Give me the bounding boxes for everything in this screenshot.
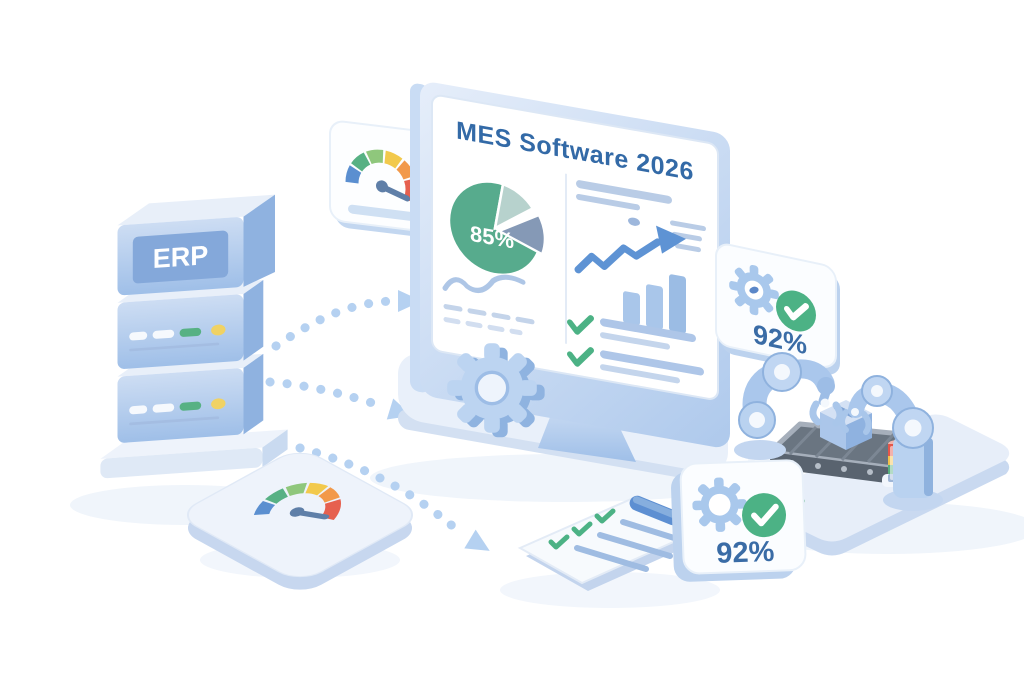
gauge-needle [381, 184, 410, 202]
trend-line-chart [574, 225, 686, 274]
gripper-icon [809, 400, 844, 427]
text-lines [576, 180, 706, 253]
gear-icon [729, 260, 779, 321]
check-icon [548, 534, 570, 550]
gauge-needle [295, 510, 330, 520]
erp-server: ERP [100, 194, 288, 479]
gear-icon [691, 476, 748, 533]
check-circle-icon [776, 290, 816, 332]
trend-arrow-icon [656, 225, 686, 254]
arrow-erp-to-monitor [271, 296, 397, 351]
arrow-erp-to-clipboard [295, 443, 467, 538]
check-circle-icon [742, 493, 787, 538]
gear-icon [447, 343, 545, 438]
bar-chart [623, 274, 686, 334]
robot-arm-right [839, 375, 943, 511]
arrowhead-icon [464, 529, 490, 551]
gauge-icon [352, 153, 412, 202]
badge-card-bottom: 92% [671, 459, 807, 582]
sparkline-squiggle [442, 274, 526, 293]
check-icon [594, 508, 616, 524]
badge-card-right: 92% [715, 243, 840, 375]
robot-arm-left [734, 352, 844, 460]
gauge-tile-bottom [186, 452, 414, 590]
badge-value: 92% [716, 536, 775, 570]
server-status-lights [129, 324, 226, 352]
gauge-icon [259, 486, 339, 524]
check-icon [571, 521, 593, 537]
arrow-erp-to-base [265, 377, 387, 411]
erp-label: ERP [153, 240, 208, 274]
checklist [567, 315, 704, 384]
check-icon [567, 315, 594, 335]
check-icon [567, 347, 594, 367]
pie-chart: 85% [447, 180, 547, 277]
gripper-icon [839, 409, 872, 435]
server-status-lights [129, 398, 226, 426]
